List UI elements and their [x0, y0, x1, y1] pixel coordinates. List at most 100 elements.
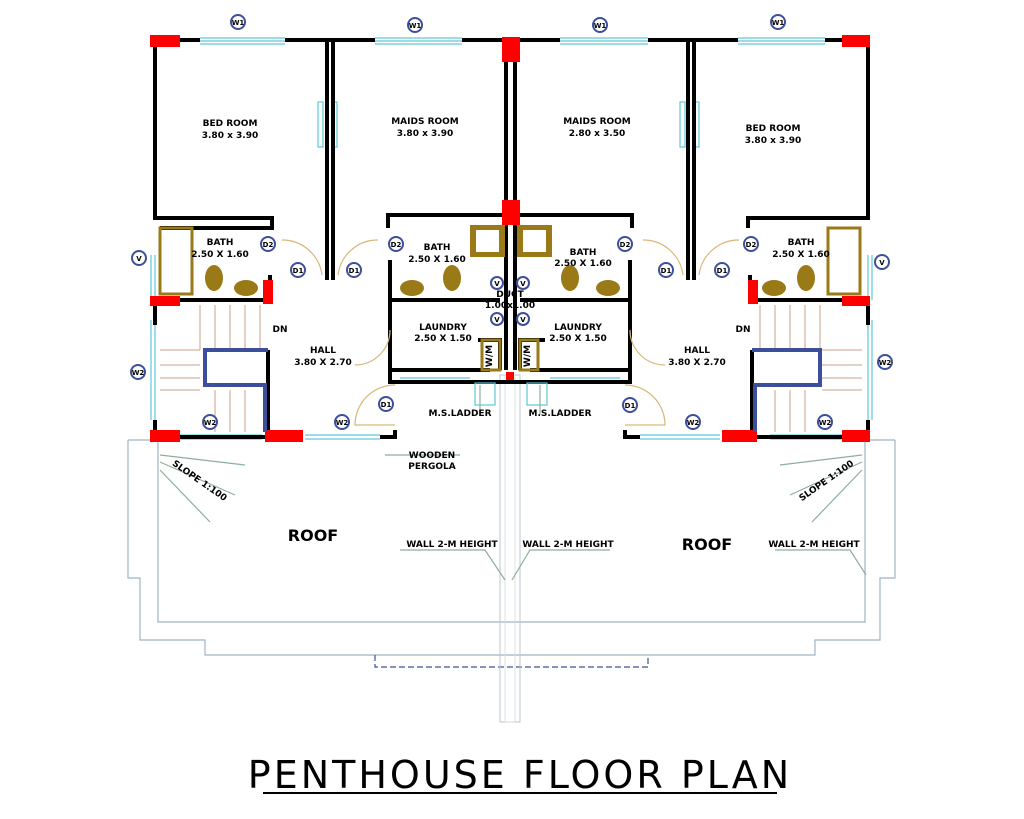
window-tag: W2 [817, 414, 833, 430]
svg-text:W2: W2 [336, 419, 349, 427]
svg-text:D1: D1 [349, 267, 360, 275]
bed-room-left-size: 3.80 x 3.90 [202, 131, 258, 141]
vent-tag: V [516, 276, 530, 290]
door-tag: D1 [622, 397, 638, 413]
svg-text:V: V [520, 316, 526, 324]
pergola-label-1: WOODEN [409, 451, 455, 461]
laundry-right-size: 2.50 X 1.50 [549, 334, 607, 344]
ladder-left-label: M.S.LADDER [429, 409, 492, 419]
window-tag: W2 [202, 414, 218, 430]
maids-room-right-label: MAIDS ROOM [563, 117, 631, 127]
hall-left-label: HALL [310, 346, 336, 356]
duct-label: DUCT [496, 290, 524, 300]
door-tag: D2 [388, 236, 404, 252]
vent-tag: V [516, 312, 530, 326]
tags: W1 W1 W1 W1 W2 W2 W2 W2 W2 W2 D1 D1 D1 D… [130, 14, 893, 430]
svg-text:V: V [494, 316, 500, 324]
roof-left-label: ROOF [288, 526, 338, 545]
bath-left-label: BATH [207, 238, 234, 248]
vent-tag: V [490, 276, 504, 290]
central-parapet-wall [499, 374, 521, 723]
svg-text:V: V [494, 280, 500, 288]
svg-text:D1: D1 [717, 267, 728, 275]
hall-right-label: HALL [684, 346, 710, 356]
bed-room-left-label: BED ROOM [203, 119, 258, 129]
window-tag: W2 [334, 414, 350, 430]
bath-center-left-label: BATH [424, 243, 451, 253]
dn-right: DN [735, 325, 750, 335]
svg-text:V: V [879, 259, 885, 267]
svg-text:W2: W2 [687, 419, 700, 427]
roof-right-label: ROOF [682, 535, 732, 554]
svg-text:D2: D2 [620, 241, 631, 249]
svg-text:W2: W2 [879, 359, 892, 367]
wm-right: W/M [523, 345, 533, 367]
window-tag: W1 [230, 14, 246, 30]
svg-text:W2: W2 [204, 419, 217, 427]
vent-tag: V [874, 254, 890, 270]
slope-left-label: SLOPE 1:100 [170, 459, 228, 504]
vent-tag: V [131, 250, 147, 266]
wall-height-label-3: WALL 2-M HEIGHT [768, 540, 860, 550]
laundry-left-label: LAUNDRY [419, 323, 467, 333]
maids-room-left-size: 3.80 x 3.90 [397, 129, 453, 139]
duct-size: 1.00x1.00 [485, 301, 535, 311]
plan-title: PENTHOUSE FLOOR PLAN [248, 753, 792, 797]
laundry-right-label: LAUNDRY [554, 323, 602, 333]
bath-center-right-label: BATH [570, 248, 597, 258]
svg-text:W1: W1 [772, 19, 785, 27]
door-tag: D2 [617, 236, 633, 252]
bath-left-size: 2.50 X 1.60 [191, 250, 249, 260]
window-tag: W2 [130, 364, 146, 380]
roof-outline [127, 439, 896, 668]
bath-right-label: BATH [788, 238, 815, 248]
window-tag: W2 [685, 414, 701, 430]
maids-room-left-label: MAIDS ROOM [391, 117, 459, 127]
svg-text:D1: D1 [625, 402, 636, 410]
window-tag: W2 [877, 354, 893, 370]
maids-room-right-size: 2.80 x 3.50 [569, 129, 625, 139]
bed-room-right-label: BED ROOM [746, 124, 801, 134]
svg-text:W2: W2 [132, 369, 145, 377]
laundry-left-size: 2.50 X 1.50 [414, 334, 472, 344]
slope-right-label: SLOPE 1:100 [798, 459, 856, 504]
bath-right-size: 2.50 X 1.60 [772, 250, 830, 260]
columns [150, 35, 870, 442]
svg-text:D2: D2 [263, 241, 274, 249]
door-tag: D2 [743, 236, 759, 252]
pergola-label-2: PERGOLA [408, 462, 455, 472]
wall-height-label-2: WALL 2-M HEIGHT [522, 540, 614, 550]
svg-text:W2: W2 [819, 419, 832, 427]
door-tag: D1 [658, 262, 674, 278]
wall-height-label-1: WALL 2-M HEIGHT [406, 540, 498, 550]
door-tag: D1 [378, 396, 394, 412]
wm-left: W/M [485, 345, 495, 367]
svg-text:D1: D1 [293, 267, 304, 275]
hall-left-size: 3.80 X 2.70 [294, 358, 352, 368]
bed-room-right-size: 3.80 x 3.90 [745, 136, 801, 146]
window-tag: W1 [770, 14, 786, 30]
svg-text:W1: W1 [232, 19, 245, 27]
window-tag: W1 [407, 17, 423, 33]
svg-text:D1: D1 [381, 401, 392, 409]
svg-text:V: V [520, 280, 526, 288]
bath-center-left-size: 2.50 X 1.60 [408, 255, 466, 265]
room-labels: BED ROOM 3.80 x 3.90 MAIDS ROOM 3.80 x 3… [191, 117, 830, 368]
bath-center-right-size: 2.50 X 1.60 [554, 259, 612, 269]
vent-tag: V [490, 312, 504, 326]
door-tag: D2 [260, 236, 276, 252]
door-tag: D1 [290, 262, 306, 278]
svg-text:D1: D1 [661, 267, 672, 275]
door-tag: D1 [346, 262, 362, 278]
ladder-right-label: M.S.LADDER [529, 409, 592, 419]
hall-right-size: 3.80 X 2.70 [668, 358, 726, 368]
staircases [160, 305, 862, 432]
leaders [159, 385, 867, 581]
door-tag: D1 [714, 262, 730, 278]
door-swings [281, 239, 740, 426]
window-tag: W1 [592, 17, 608, 33]
dn-left: DN [272, 325, 287, 335]
svg-text:W1: W1 [409, 22, 422, 30]
svg-text:V: V [136, 255, 142, 263]
